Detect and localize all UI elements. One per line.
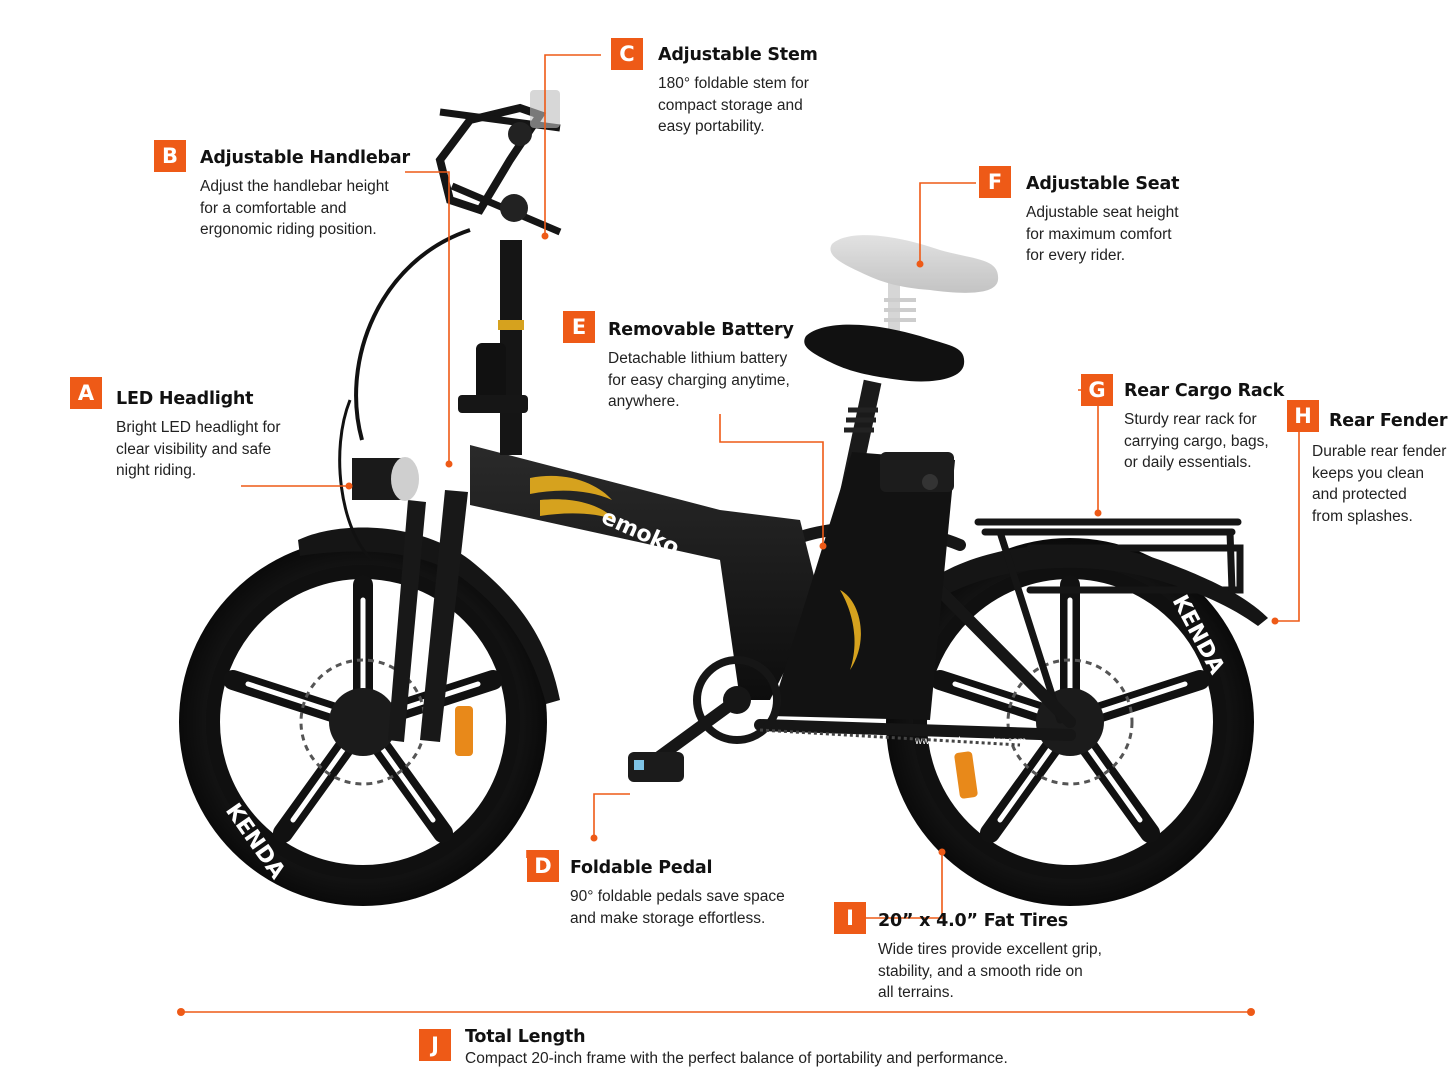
leader-dots <box>177 232 1279 1016</box>
led-headlight <box>352 457 419 501</box>
callout-title-d: Foldable Pedal <box>570 858 713 878</box>
front-fender <box>298 527 560 704</box>
callout-title-j: Total Length <box>465 1027 586 1047</box>
badge-d: D <box>527 850 559 882</box>
badge-a: A <box>70 377 102 409</box>
callout-title-f: Adjustable Seat <box>1026 174 1180 194</box>
callout-desc-i: Wide tires provide excellent grip,stabil… <box>878 941 1102 1001</box>
leader-lines <box>181 54 1300 1013</box>
rear-fender-shape <box>930 544 1268 626</box>
callout-title-h: Rear Fender <box>1329 411 1448 431</box>
callout-title-i: 20” x 4.0” Fat Tires <box>878 911 1068 931</box>
badge-c: C <box>611 38 643 70</box>
battery-pack <box>770 452 955 720</box>
callout-title-c: Adjustable Stem <box>658 45 818 65</box>
rear-cargo-rack <box>974 518 1244 724</box>
stem-assembly <box>338 90 562 742</box>
badge-g: G <box>1081 374 1113 406</box>
badge-i: I <box>834 902 866 934</box>
callout-title-a: LED Headlight <box>116 389 254 409</box>
badge-f: F <box>979 166 1011 198</box>
callout-title-b: Adjustable Handlebar <box>200 148 410 168</box>
frame-gold-swoosh <box>530 475 615 520</box>
callout-title-e: Removable Battery <box>608 320 794 340</box>
drivetrain <box>628 656 1021 782</box>
callout-title-g: Rear Cargo Rack <box>1124 381 1285 401</box>
callout-desc-j: Compact 20-inch frame with the perfect b… <box>465 1050 1008 1067</box>
badge-e: E <box>563 311 595 343</box>
badge-j: J <box>419 1029 451 1061</box>
seat-raised-ghost <box>830 235 999 332</box>
badge-b: B <box>154 140 186 172</box>
badge-h: H <box>1287 400 1319 432</box>
